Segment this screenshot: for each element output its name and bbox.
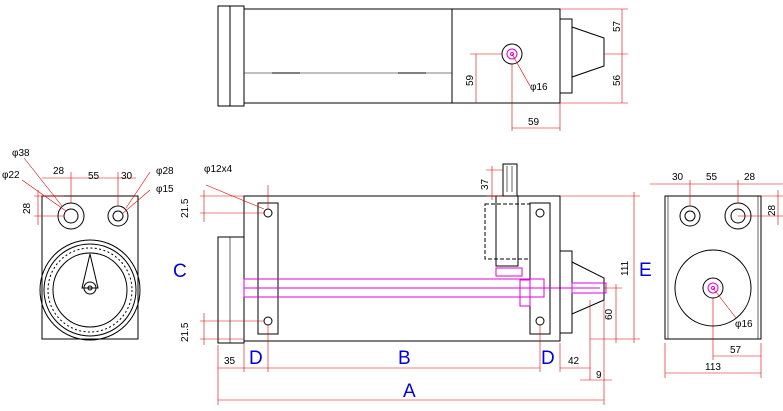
front-right-plate [529, 202, 551, 335]
dim-113: 113 [705, 362, 721, 373]
bolt-hole-top-right [535, 208, 545, 218]
label-D-right: D [541, 348, 555, 369]
gauge-ticks [47, 247, 133, 333]
dim-37: 37 [480, 178, 491, 190]
gauge-hub-center [87, 285, 93, 291]
top-plate [229, 5, 245, 107]
gauge-hub [83, 281, 97, 295]
right-port-small-inner [684, 210, 696, 222]
left-view: 28 55 30 φ38 φ22 φ28 φ15 28 [2, 148, 174, 341]
bolt-hole-top-left [263, 208, 273, 218]
right-hole-inner [707, 282, 719, 294]
front-flange [217, 236, 245, 344]
top-hole-inner [506, 48, 518, 60]
left-port-small-inner [112, 210, 124, 222]
gear-pinion [519, 279, 531, 307]
dim-phi12x4: φ12x4 [204, 164, 233, 175]
dim-28-left: 28 [53, 166, 65, 177]
top-nozzle [571, 26, 605, 78]
dim-42: 42 [568, 356, 580, 367]
dim-21-5-top: 21.5 [180, 198, 191, 218]
front-left-plate [257, 202, 279, 335]
label-E: E [639, 260, 652, 281]
right-port-small-outer [679, 205, 701, 227]
dim-55-right: 55 [706, 172, 718, 183]
bolt-hole-bottom-left [263, 316, 273, 326]
right-view: 30 55 28 28 φ16 57 113 [650, 172, 783, 378]
dim-21-5-bottom: 21.5 [180, 322, 191, 342]
dim-28-vertical-left: 28 [22, 202, 33, 214]
left-body [41, 195, 139, 340]
gauge-face [43, 243, 137, 337]
top-view: 57 56 59 59 φ16 [217, 5, 628, 131]
dim-phi22: φ22 [2, 170, 20, 181]
dim-111: 111 [620, 260, 631, 276]
dim-56: 56 [612, 74, 623, 86]
front-screw [502, 163, 518, 197]
top-flange [217, 5, 231, 107]
dim-9: 9 [596, 370, 602, 381]
dim-57-top: 57 [612, 20, 623, 32]
label-B: B [398, 348, 411, 369]
label-D-left: D [249, 348, 263, 369]
dim-59-horizontal: 59 [528, 117, 540, 128]
dim-phi28-left: φ28 [156, 166, 174, 177]
top-hole-center [510, 52, 514, 56]
front-end-block [559, 250, 573, 334]
dim-57-right: 57 [730, 345, 742, 356]
left-port-small-outer [107, 205, 129, 227]
top-body-left [243, 8, 453, 104]
gauge-inner [52, 252, 128, 328]
gear-rack [495, 267, 523, 277]
label-A: A [403, 381, 416, 402]
dim-28-right: 28 [744, 172, 756, 183]
dim-35: 35 [224, 356, 236, 367]
dim-phi16-top: φ16 [530, 82, 548, 93]
gauge-needle [81, 253, 99, 289]
dim-30-right: 30 [672, 172, 684, 183]
dim-phi15: φ15 [156, 184, 174, 195]
dim-phi38: φ38 [12, 148, 30, 159]
top-end-block [559, 18, 573, 94]
left-port-large-inner [63, 208, 79, 224]
dim-30-left: 30 [121, 171, 133, 182]
front-clamp-block [484, 203, 531, 260]
right-hole-center [711, 286, 715, 290]
bolt-hole-bottom-right [535, 316, 545, 326]
dim-phi16-right: φ16 [735, 319, 753, 330]
dim-59-vertical: 59 [465, 74, 476, 86]
dim-28-vertical-right: 28 [767, 204, 778, 216]
label-C: C [173, 261, 187, 282]
gauge-outer-ring [39, 239, 141, 341]
dim-60: 60 [604, 308, 615, 320]
dim-55-left: 55 [88, 171, 100, 182]
front-slide [495, 195, 519, 267]
front-view: 21.5 21.5 φ12x4 37 111 60 35 42 9 C D B [173, 163, 652, 405]
